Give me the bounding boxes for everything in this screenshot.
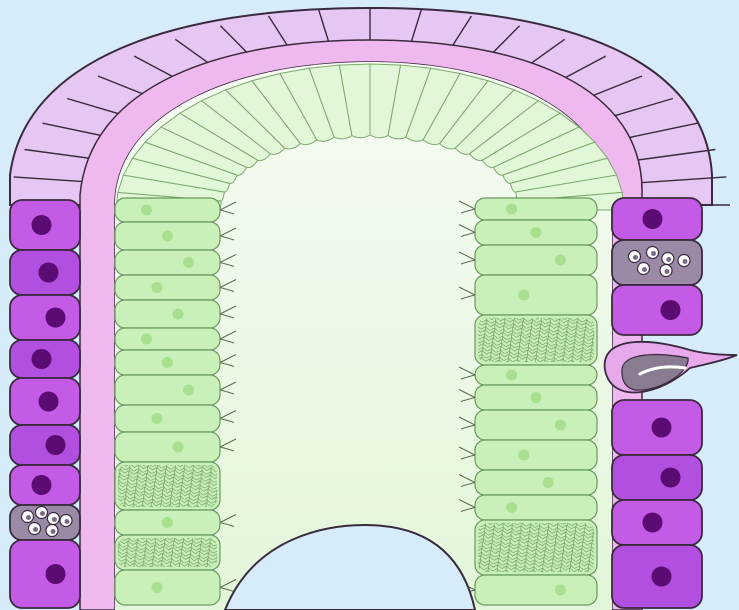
cell-nucleus: [543, 477, 554, 488]
columnar-cell: [115, 250, 220, 275]
cell-nucleus: [141, 334, 152, 345]
left-inner-epithelium: [115, 198, 236, 605]
cell-nucleus: [518, 450, 529, 461]
columnar-cell: [115, 300, 220, 328]
goblet-granules: [478, 318, 594, 362]
columnar-cell: [475, 575, 597, 605]
cell-nucleus: [643, 513, 663, 533]
left-outer-epithelium: [10, 200, 80, 608]
goblet-granules: [478, 523, 594, 572]
granule-core: [40, 511, 45, 516]
cell-nucleus: [661, 300, 681, 320]
cell-nucleus: [152, 582, 163, 593]
cell-nucleus: [46, 435, 66, 455]
cell-nucleus: [555, 255, 566, 266]
granule-core: [665, 269, 670, 274]
granule-core: [65, 519, 70, 524]
cell-nucleus: [39, 263, 59, 283]
granule-core: [26, 515, 31, 520]
granule-core: [51, 529, 56, 534]
granule-core: [633, 255, 638, 260]
columnar-cell: [115, 570, 220, 605]
granule-core: [52, 517, 57, 522]
cell-nucleus: [32, 349, 52, 369]
cell-nucleus: [39, 392, 59, 412]
cell-nucleus: [46, 564, 66, 584]
goblet-granules: [118, 538, 217, 567]
cell-nucleus: [32, 475, 52, 495]
cell-nucleus: [162, 517, 173, 528]
cell-nucleus: [46, 308, 66, 328]
columnar-cell: [115, 375, 220, 405]
columnar-cell: [475, 440, 597, 470]
cell-nucleus: [32, 215, 52, 235]
columnar-cell: [115, 432, 220, 462]
columnar-cell: [475, 275, 597, 315]
columnar-cell: [115, 405, 220, 432]
cell-nucleus: [173, 309, 184, 320]
basal-cell: [612, 455, 702, 500]
cell-nucleus: [506, 370, 517, 381]
columnar-cell: [475, 245, 597, 275]
cell-nucleus: [652, 567, 672, 587]
cell-nucleus: [518, 290, 529, 301]
columnar-cell: [115, 275, 220, 300]
cell-nucleus: [555, 420, 566, 431]
migrating-cell: [605, 342, 737, 393]
cell-nucleus: [183, 385, 194, 396]
columnar-cell: [475, 198, 597, 220]
right-inner-epithelium: [459, 198, 597, 605]
granule-core: [642, 267, 647, 272]
basal-cell: [10, 540, 80, 608]
columnar-cell: [115, 328, 220, 350]
columnar-cell: [475, 365, 597, 385]
right-outer-epithelium: [612, 198, 702, 608]
cell-nucleus: [162, 357, 173, 368]
cell-nucleus: [555, 585, 566, 596]
granule-core: [651, 251, 656, 256]
cell-nucleus: [506, 204, 517, 215]
columnar-cell: [115, 198, 220, 222]
cell-nucleus: [531, 227, 542, 238]
basal-cell: [10, 425, 80, 465]
cell-nucleus: [162, 231, 173, 242]
columnar-cell: [475, 410, 597, 440]
cell-nucleus: [183, 257, 194, 268]
cell-nucleus: [152, 413, 163, 424]
cell-nucleus: [531, 392, 542, 403]
cell-nucleus: [652, 418, 672, 438]
cell-nucleus: [661, 468, 681, 488]
goblet-granules: [118, 465, 217, 507]
granule-core: [683, 259, 688, 264]
cell-nucleus: [152, 282, 163, 293]
basal-cell: [10, 295, 80, 340]
basal-cell: [612, 285, 702, 335]
columnar-cell: [475, 495, 597, 520]
columnar-cell: [475, 470, 597, 495]
cell-nucleus: [141, 205, 152, 216]
granule-core: [33, 527, 38, 532]
granule-core: [666, 257, 671, 262]
cell-nucleus: [173, 442, 184, 453]
cell-nucleus: [506, 502, 517, 513]
cell-nucleus: [643, 209, 663, 229]
